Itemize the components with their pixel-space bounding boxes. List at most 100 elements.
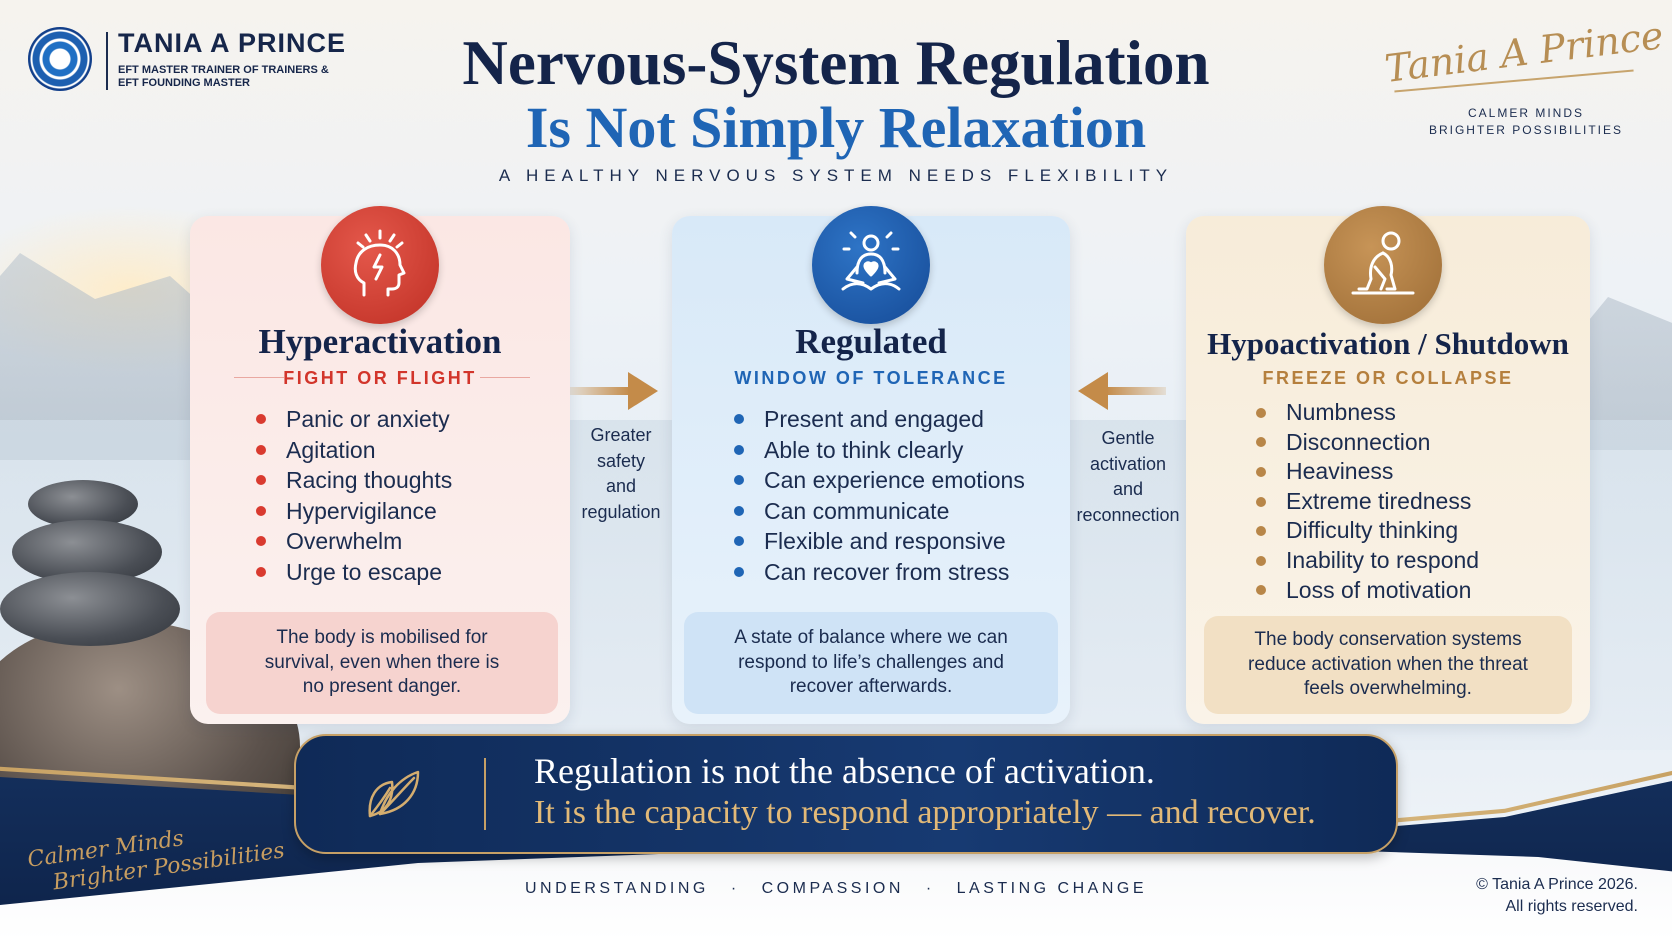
note-line: recover afterwards. [789, 676, 953, 698]
arrow-head [628, 372, 658, 410]
list-item-text: Loss of motivation [1286, 576, 1472, 603]
bullet [1256, 466, 1266, 477]
card-title: Regulated [795, 322, 947, 361]
bullet [256, 536, 266, 547]
bullet [734, 536, 744, 547]
footer-value: UNDERSTANDING [525, 880, 709, 897]
list-item: Present and engaged [734, 404, 1025, 435]
list-item-text: Overwhelm [286, 528, 403, 554]
note-line: respond to life’s challenges and [738, 651, 1004, 673]
list-item-text: Difficulty thinking [1286, 517, 1459, 544]
card-subtitle: FREEZE OR COLLAPSE [1262, 368, 1514, 388]
brand-logo-icon [28, 27, 92, 91]
card-subtitle: FIGHT OR FLIGHT [283, 368, 477, 388]
copyright: © Tania A Prince 2026. All rights reserv… [1476, 874, 1638, 918]
brand-subtitle: EFT MASTER TRAINER OF TRAINERS & EFT FOU… [118, 64, 329, 90]
slumped-person-icon [1324, 206, 1442, 324]
hypoactivation-card: Hypoactivation / Shutdown FREEZE OR COLL… [1186, 206, 1590, 724]
arrow-caption-line: safety [596, 450, 646, 471]
arrow-caption: Gentle activation and reconnection [1068, 426, 1188, 528]
list-item-text: Able to think clearly [764, 436, 964, 463]
list-item-text: Panic or anxiety [286, 406, 450, 432]
arrow-caption-line: activation [1089, 453, 1167, 474]
list-item-text: Inability to respond [1286, 546, 1480, 573]
bullet [256, 444, 266, 455]
arrow-shaft [1106, 387, 1166, 395]
symptom-list: Panic or anxiety Agitation Racing though… [256, 404, 452, 587]
footer-values: UNDERSTANDING · COMPASSION · LASTING CHA… [0, 880, 1672, 898]
brand-subtitle-line: EFT FOUNDING MASTER [118, 77, 250, 89]
page-title: Nervous-System Regulation [462, 28, 1210, 98]
footer-value: LASTING CHANGE [956, 880, 1147, 897]
arrow-right-icon [570, 372, 660, 410]
list-item-text: Disconnection [1286, 428, 1431, 455]
bullet [1256, 437, 1266, 448]
bullet [734, 566, 744, 577]
note-line: feels overwhelming. [1304, 678, 1472, 700]
meditation-heart-icon [812, 206, 930, 324]
note-line: reduce activation when the threat [1248, 653, 1528, 675]
bullet [256, 566, 266, 577]
symptom-list: Present and engaged Able to think clearl… [734, 404, 1025, 587]
bullet [256, 414, 266, 425]
page-subtitle: A HEALTHY NERVOUS SYSTEM NEEDS FLEXIBILI… [498, 166, 1174, 185]
card-title: Hyperactivation [258, 322, 502, 361]
copyright-line: All rights reserved. [1505, 898, 1639, 915]
title-rule [234, 377, 284, 378]
symptom-list: Numbness Disconnection Heaviness Extreme… [1256, 398, 1479, 605]
arrow-caption-line: Gentle [1101, 428, 1155, 448]
list-item: Can communicate [734, 496, 1025, 527]
note-line: no present danger. [302, 676, 462, 698]
brand-name: TANIA A PRINCE [118, 28, 346, 58]
list-item: Able to think clearly [734, 435, 1025, 466]
hyperactivation-card: Hyperactivation FIGHT OR FLIGHT Panic or… [190, 206, 570, 724]
footer-value: COMPASSION [761, 880, 904, 897]
list-item: Racing thoughts [256, 465, 452, 496]
arrow-left-icon [1076, 372, 1166, 410]
quote-line: Regulation is not the absence of activat… [534, 751, 1155, 791]
title-rule [480, 377, 530, 378]
list-item-text: Can experience emotions [764, 467, 1025, 493]
brand-subtitle-line: EFT MASTER TRAINER OF TRAINERS & [118, 64, 329, 76]
list-item-text: Present and engaged [764, 406, 984, 432]
leaf-icon [368, 770, 420, 818]
footer-separator: · [925, 880, 935, 897]
list-item: Urge to escape [256, 557, 452, 588]
list-item-text: Flexible and responsive [764, 528, 1006, 554]
copyright-line: © Tania A Prince 2026. [1476, 876, 1638, 893]
list-item-text: Numbness [1286, 399, 1396, 425]
list-item: Flexible and responsive [734, 526, 1025, 557]
card-note: The body is mobilised for survival, even… [206, 612, 558, 714]
bullet [1256, 585, 1266, 596]
list-item: Agitation [256, 435, 452, 466]
list-item: Difficulty thinking [1256, 516, 1479, 546]
bullet [1256, 555, 1266, 566]
head-lightning-icon [321, 206, 439, 324]
bullet [734, 444, 744, 455]
arrow-caption-line: reconnection [1076, 504, 1180, 525]
list-item-text: Agitation [286, 436, 376, 463]
bullet [256, 475, 266, 486]
tagline-line: CALMER MINDS [1467, 106, 1584, 120]
tagline-line: BRIGHTER POSSIBILITIES [1428, 123, 1624, 137]
list-item-text: Can communicate [764, 497, 950, 524]
arrow-head [1078, 372, 1108, 410]
note-line: survival, even when there is [264, 651, 500, 673]
card-title: Hypoactivation / Shutdown [1207, 326, 1569, 361]
card-note: A state of balance where we can respond … [684, 612, 1058, 714]
logo-divider [106, 32, 108, 90]
list-item: Inability to respond [1256, 546, 1479, 576]
regulated-card: Regulated WINDOW OF TOLERANCE Present an… [672, 206, 1070, 724]
bullet [256, 505, 266, 516]
list-item: Numbness [1256, 398, 1479, 428]
list-item: Heaviness [1256, 457, 1479, 487]
list-item: Hypervigilance [256, 496, 452, 527]
card-note: The body conservation systems reduce act… [1204, 616, 1572, 714]
bullet [734, 505, 744, 516]
arrow-caption-line: regulation [581, 501, 661, 522]
list-item: Loss of motivation [1256, 576, 1479, 606]
tagline: CALMER MINDS BRIGHTER POSSIBILITIES [1406, 105, 1646, 139]
bullet [1256, 526, 1266, 537]
list-item-text: Racing thoughts [286, 467, 453, 493]
arrow-caption: Greater safety and regulation [566, 423, 676, 525]
